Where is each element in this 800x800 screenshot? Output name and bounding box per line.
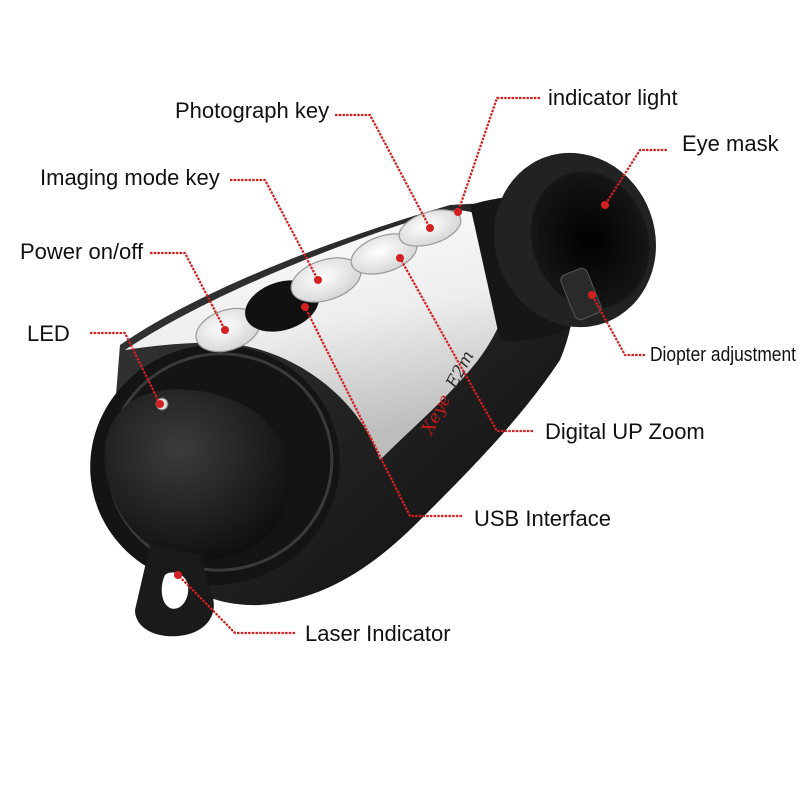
label-diopter-adjustment: Diopter adjustment <box>650 344 796 366</box>
device-illustration: Xeye E2m <box>90 152 656 637</box>
label-digital-up-zoom: Digital UP Zoom <box>545 419 705 444</box>
body-white-shell <box>125 210 511 460</box>
label-photograph-key: Photograph key <box>175 98 329 123</box>
callout-labels: Photograph key indicator light Eye mask … <box>20 85 796 646</box>
endpoint-power-on-off <box>221 326 229 334</box>
leader-photograph-key <box>335 113 431 229</box>
endpoint-eye-mask <box>601 201 609 209</box>
leader-eye-mask <box>604 148 667 206</box>
leader-digital-up-zoom <box>399 257 533 433</box>
leader-usb-interface <box>304 306 462 518</box>
eye-mask-inner <box>530 171 650 309</box>
endpoint-led <box>156 400 164 408</box>
endpoint-indicator-light <box>454 208 462 216</box>
endpoint-usb-interface <box>301 303 309 311</box>
label-power-on-off: Power on/off <box>20 239 144 264</box>
label-laser-indicator: Laser Indicator <box>305 621 451 646</box>
label-indicator-light: indicator light <box>548 85 678 110</box>
endpoint-diopter-adjustment <box>588 291 596 299</box>
label-led: LED <box>27 321 70 346</box>
endpoint-imaging-mode-key <box>314 276 322 284</box>
endpoint-digital-up-zoom <box>396 254 404 262</box>
endpoint-laser-indicator <box>174 571 182 579</box>
leader-imaging-mode-key <box>230 178 319 281</box>
leader-indicator-light <box>456 96 540 213</box>
leader-led <box>90 331 161 405</box>
leader-laser-indicator <box>177 574 295 635</box>
leader-power-on-off <box>150 251 226 331</box>
label-usb-interface: USB Interface <box>474 506 611 531</box>
leader-lines <box>90 96 667 635</box>
lens-cap-tab-hole <box>161 572 189 609</box>
label-imaging-mode-key: Imaging mode key <box>40 165 220 190</box>
diopter-knob <box>560 267 602 321</box>
leader-endpoints <box>156 201 609 579</box>
label-eye-mask: Eye mask <box>682 131 780 156</box>
lens-cap <box>104 389 291 560</box>
leader-diopter-adjustment <box>591 294 645 357</box>
endpoint-photograph-key <box>426 224 434 232</box>
